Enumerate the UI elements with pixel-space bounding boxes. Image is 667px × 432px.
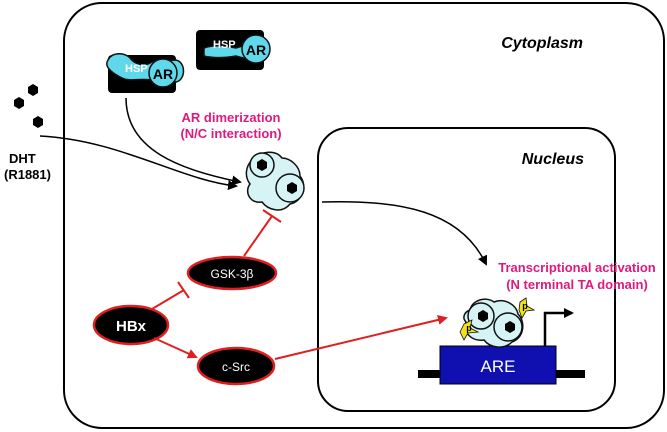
hexagon-icon [478,310,488,322]
phospho-star-icon [459,319,480,341]
ar-label: AR [246,42,266,58]
hexagon-icon [33,116,43,128]
hexagon-icon [257,159,267,171]
hsp-ar-complex-2: HSP AR [196,30,271,70]
ar-dimer-nucleus: p p [459,297,536,348]
nucleus-label: Nucleus [522,151,584,168]
arrow-hsp-to-dimer [125,97,242,186]
phospho-label: p [466,323,472,333]
dht-molecules [14,84,43,128]
csrc-node [196,346,276,386]
arrow-dimer-to-nucleus [321,201,488,266]
hbx-node [92,304,170,346]
arrow-hbx-to-csrc [153,337,198,359]
dimerization-label: AR dimerization [182,110,281,125]
hexagon-icon [287,182,297,194]
nucleus-boundary [317,127,616,412]
hsp-label: HSP [125,63,148,75]
ar-dimer-cytoplasm [245,151,305,211]
are-box [439,345,557,385]
transcription-start-arrow [543,308,574,346]
hexagon-icon [28,84,38,96]
csrc-label: c-Src [222,360,250,374]
ar-circle [241,34,271,64]
gsk3b-node [186,255,278,291]
ar-label: AR [153,66,173,82]
inhibit-hbx-gsk [151,281,190,310]
dimerization-sublabel: (N/C interaction) [180,126,281,141]
hsp-ar-complex-1: HSP AR [106,53,185,93]
hexagon-icon [14,97,24,109]
hsp-label: HSP [213,39,236,51]
cytoplasm-boundary [63,2,665,429]
ar-circle [148,58,178,88]
gsk3b-label: GSK-3β [211,267,254,281]
cytoplasm-label: Cytoplasm [501,35,583,52]
are-label: ARE [481,357,516,376]
phospho-label: p [522,301,528,311]
dht-alt-label: (R1881) [4,167,51,182]
inhibit-gsk-dimer [243,209,282,257]
hbx-label: HBx [116,318,147,335]
dht-label: DHT [9,151,36,166]
phospho-star-icon [518,297,536,319]
arrow-dht-to-dimer [39,135,238,191]
hexagon-icon [505,321,515,333]
activation-sublabel: (N terminal TA domain) [506,277,648,292]
activation-label: Transcriptional activation [498,260,656,275]
arrow-csrc-to-nuclear-ar [274,315,448,360]
